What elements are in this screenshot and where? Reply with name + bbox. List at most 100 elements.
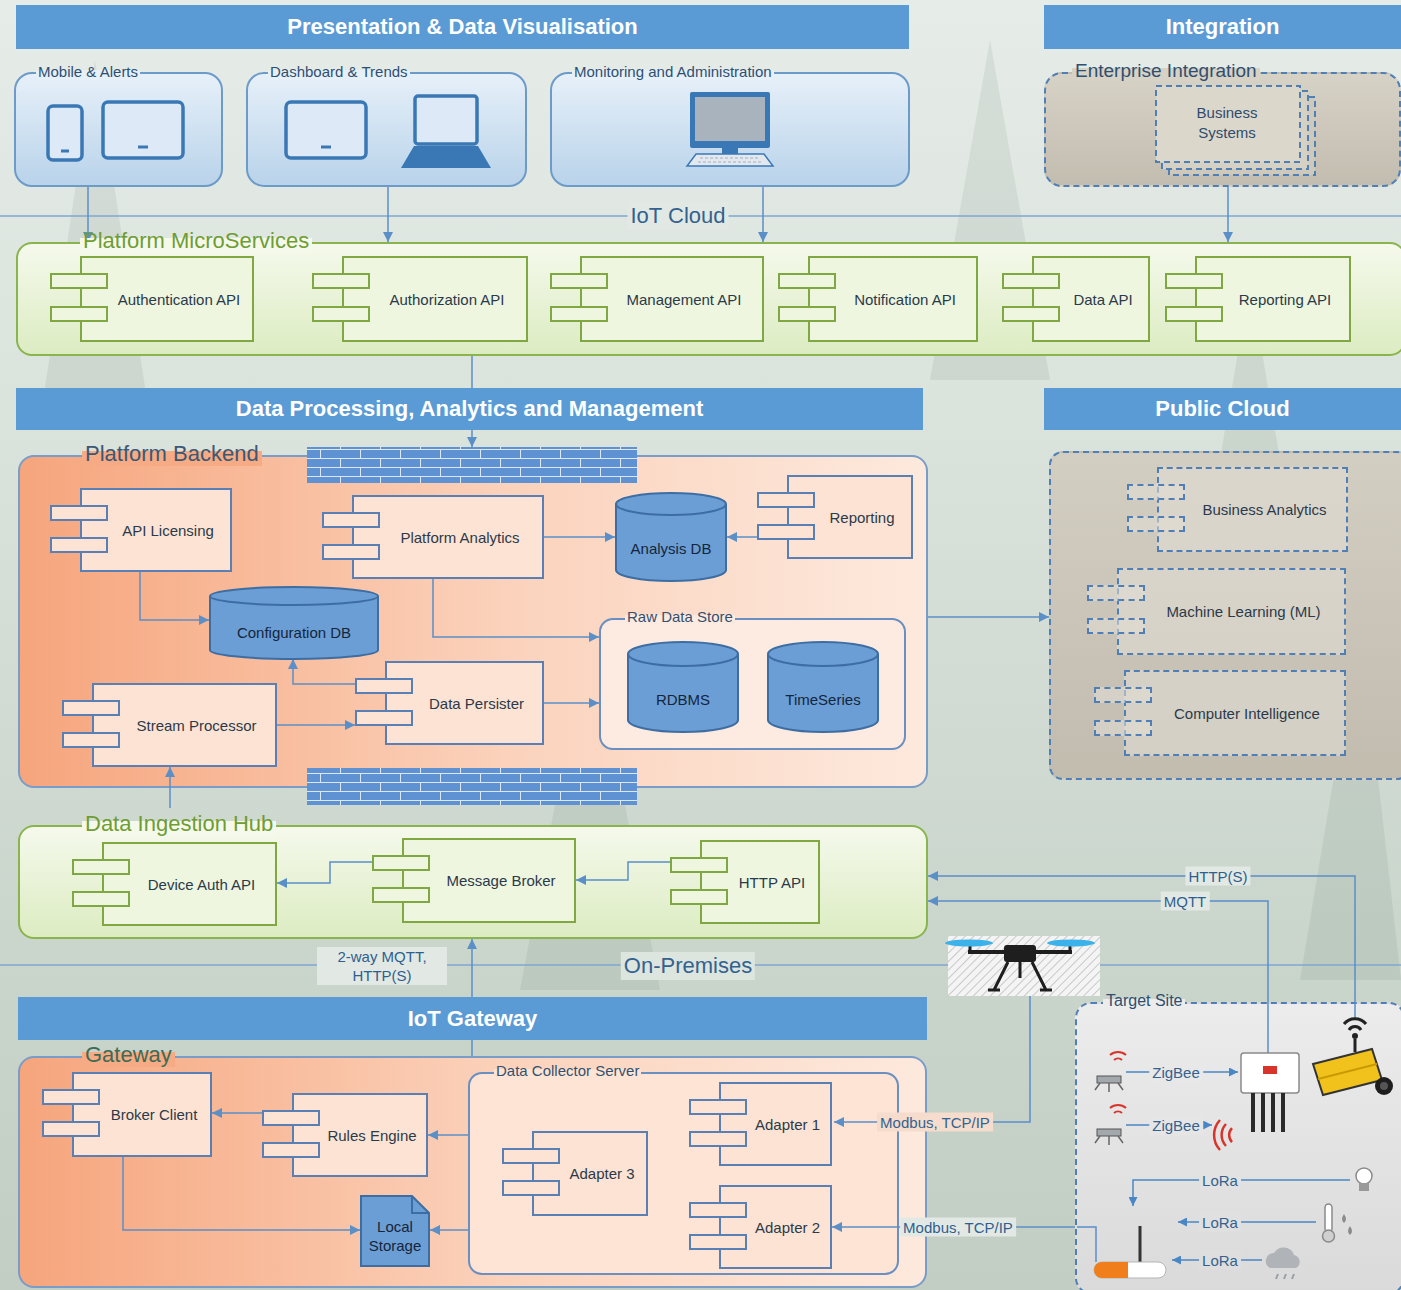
component-tab (1087, 618, 1145, 634)
connector (277, 724, 355, 726)
component-name: Management API (626, 291, 741, 308)
comp-node: Adapter 3 (502, 1131, 648, 1216)
drawing-part (687, 154, 773, 166)
text-wrap: TimeSeries (767, 666, 879, 732)
drawing-part (1095, 1052, 1126, 1092)
comp-node: Data API (1002, 256, 1150, 342)
edge-label-box: HTTP(S) (1185, 867, 1250, 886)
comp-node: Authorization API (312, 256, 528, 342)
heading-text: Enterprise Integration (1072, 60, 1260, 81)
text-wrap: Stream Processor (122, 683, 271, 767)
component-tab (1002, 306, 1060, 322)
free-label-box: IoT Cloud (628, 202, 729, 230)
component-tab (50, 537, 108, 553)
drawing-part (722, 148, 738, 154)
component-tab (778, 306, 836, 322)
connector (387, 187, 389, 242)
text-wrap: Broker Client (102, 1072, 206, 1157)
component-tab (1002, 273, 1060, 289)
connector (169, 767, 171, 808)
drawing-part (1253, 1093, 1283, 1132)
drawing-part (1094, 1262, 1166, 1278)
drone-body (1004, 945, 1036, 962)
comp-node: Adapter 2 (689, 1185, 832, 1269)
group-node: Dashboard & Trends (246, 72, 527, 187)
heading-text: Dashboard & Trends (268, 63, 410, 80)
site-devices-group (1077, 1002, 1393, 1279)
group-node: Monitoring and Administration (550, 72, 910, 187)
drone-icon (945, 940, 1095, 991)
cont-node: Data Ingestion HubDevice Auth APIMessage… (18, 825, 928, 939)
component-tab (50, 273, 108, 289)
drawing-part (1097, 1129, 1121, 1136)
component-name: Data Persister (429, 695, 524, 712)
drawing-part (1323, 1230, 1335, 1242)
text-wrap: Reporting API (1225, 256, 1345, 342)
drawing-part (307, 768, 637, 805)
drawing-part (1263, 1066, 1277, 1074)
component-name: Reporting (829, 509, 894, 526)
component-tab (689, 1234, 747, 1250)
heading-box: Data Ingestion Hub (82, 811, 276, 837)
heading-text: Mobile & Alerts (36, 63, 140, 80)
component-tab (550, 306, 608, 322)
connector (140, 572, 209, 620)
text-wrap: Business Systems (1155, 85, 1299, 161)
text-wrap: Authentication API (110, 256, 248, 342)
component-tab (778, 273, 836, 289)
component-name: Broker Client (111, 1106, 198, 1123)
node-text: Business Systems (1182, 103, 1272, 143)
db-node: Configuration DB (209, 587, 379, 659)
component-tab (322, 512, 380, 528)
edge-label-box: MQTT (1161, 892, 1210, 911)
heading-box: Mobile & Alerts (36, 63, 140, 81)
comp-node: Computer Intelligence (1094, 670, 1346, 756)
free-label-box: LoRa (1199, 1213, 1241, 1232)
free-label: Modbus, TCP/IP (877, 1113, 993, 1132)
component-name: API Licensing (122, 522, 214, 539)
band-title: Presentation & Data Visualisation (287, 14, 637, 40)
component-tab (262, 1142, 320, 1158)
text-wrap: Authorization API (372, 256, 522, 342)
connector (277, 862, 372, 883)
drawing-part (1095, 1136, 1123, 1145)
document-outline (361, 1196, 429, 1266)
drawing-part (1094, 1262, 1128, 1278)
drawing-part (415, 96, 477, 144)
component-tab (262, 1110, 320, 1126)
cylinder-body (628, 642, 738, 732)
drawing-part (1214, 1120, 1232, 1150)
cylinder-body (210, 587, 378, 659)
text-wrap: Data Persister (415, 661, 538, 745)
heading-text: Data Ingestion Hub (82, 811, 276, 836)
component-tab (757, 524, 815, 540)
band-title: Integration (1166, 14, 1280, 40)
comp-node: Adapter 1 (689, 1082, 832, 1166)
component-tab (42, 1121, 100, 1137)
drawing-part (1356, 1168, 1372, 1184)
device-icons-group (286, 96, 491, 168)
text-wrap: Platform Analytics (382, 495, 538, 579)
drawing-part (1110, 1052, 1126, 1060)
database-cylinder (615, 493, 727, 581)
free-label-box: ZigBee (1149, 1116, 1203, 1135)
heading-box: Raw Data Store (625, 608, 735, 626)
free-label: LoRa (1199, 1171, 1241, 1190)
database-name: Analysis DB (631, 540, 712, 557)
page-outline (1156, 86, 1300, 162)
text-wrap: Configuration DB (209, 605, 379, 659)
text-wrap: Business Analytics (1187, 467, 1342, 552)
drawing-part (1077, 1002, 1355, 1262)
store-node: Data Collector ServerAdapter 1Adapter 3A… (468, 1072, 899, 1275)
database-name: TimeSeries (785, 691, 860, 708)
free-label-box: ZigBee (1149, 1063, 1203, 1082)
connector (433, 579, 599, 637)
text-wrap: Rules Engine (322, 1093, 422, 1177)
component-tab (550, 273, 608, 289)
connector (727, 536, 757, 538)
drawing-part (1352, 1033, 1358, 1039)
connector (928, 616, 1049, 618)
comp-node: Stream Processor (62, 683, 277, 767)
text-wrap: RDBMS (627, 666, 739, 732)
free-label-box: LoRa (1199, 1251, 1241, 1270)
